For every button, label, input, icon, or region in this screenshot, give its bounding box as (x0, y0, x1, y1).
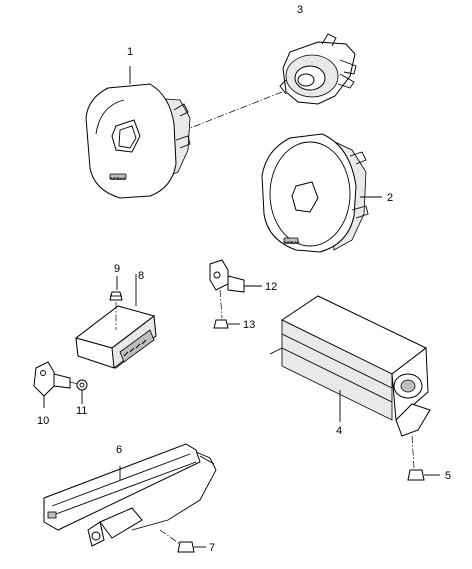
callout-11: 11 (76, 405, 87, 417)
airbag-imprint-2: AIRBAG (284, 240, 300, 245)
knee-airbag-part-4 (269, 295, 431, 437)
callout-2: 2 (387, 192, 393, 204)
leader-3-to-1 (179, 91, 283, 133)
callout-10: 10 (37, 415, 49, 427)
callout-13: 13 (243, 319, 255, 331)
control-unit-part-8 (74, 274, 157, 369)
callout-5: 5 (445, 470, 451, 482)
nut-part-9 (109, 276, 123, 330)
steering-airbag-part-1 (85, 66, 191, 199)
airbag-imprint-1: AIRBAG (110, 176, 126, 181)
bolt-part-5 (407, 435, 440, 481)
bolt-part-7 (159, 529, 206, 553)
callout-3: 3 (297, 4, 303, 16)
curtain-airbag-part-6 (43, 443, 217, 547)
sensor-part-12 (209, 259, 262, 319)
callout-12: 12 (265, 281, 277, 293)
callout-7: 7 (209, 542, 215, 554)
clock-spring-part-3 (279, 33, 357, 105)
callout-9: 9 (114, 263, 120, 275)
nut-part-11 (76, 379, 88, 404)
airbag-module-part-2 (261, 133, 382, 253)
callout-8: 8 (138, 270, 144, 282)
callout-6: 6 (116, 444, 122, 456)
callout-1: 1 (127, 46, 133, 58)
sensor-part-10 (33, 361, 79, 408)
screw-part-13 (213, 319, 240, 329)
callout-4: 4 (336, 425, 342, 437)
